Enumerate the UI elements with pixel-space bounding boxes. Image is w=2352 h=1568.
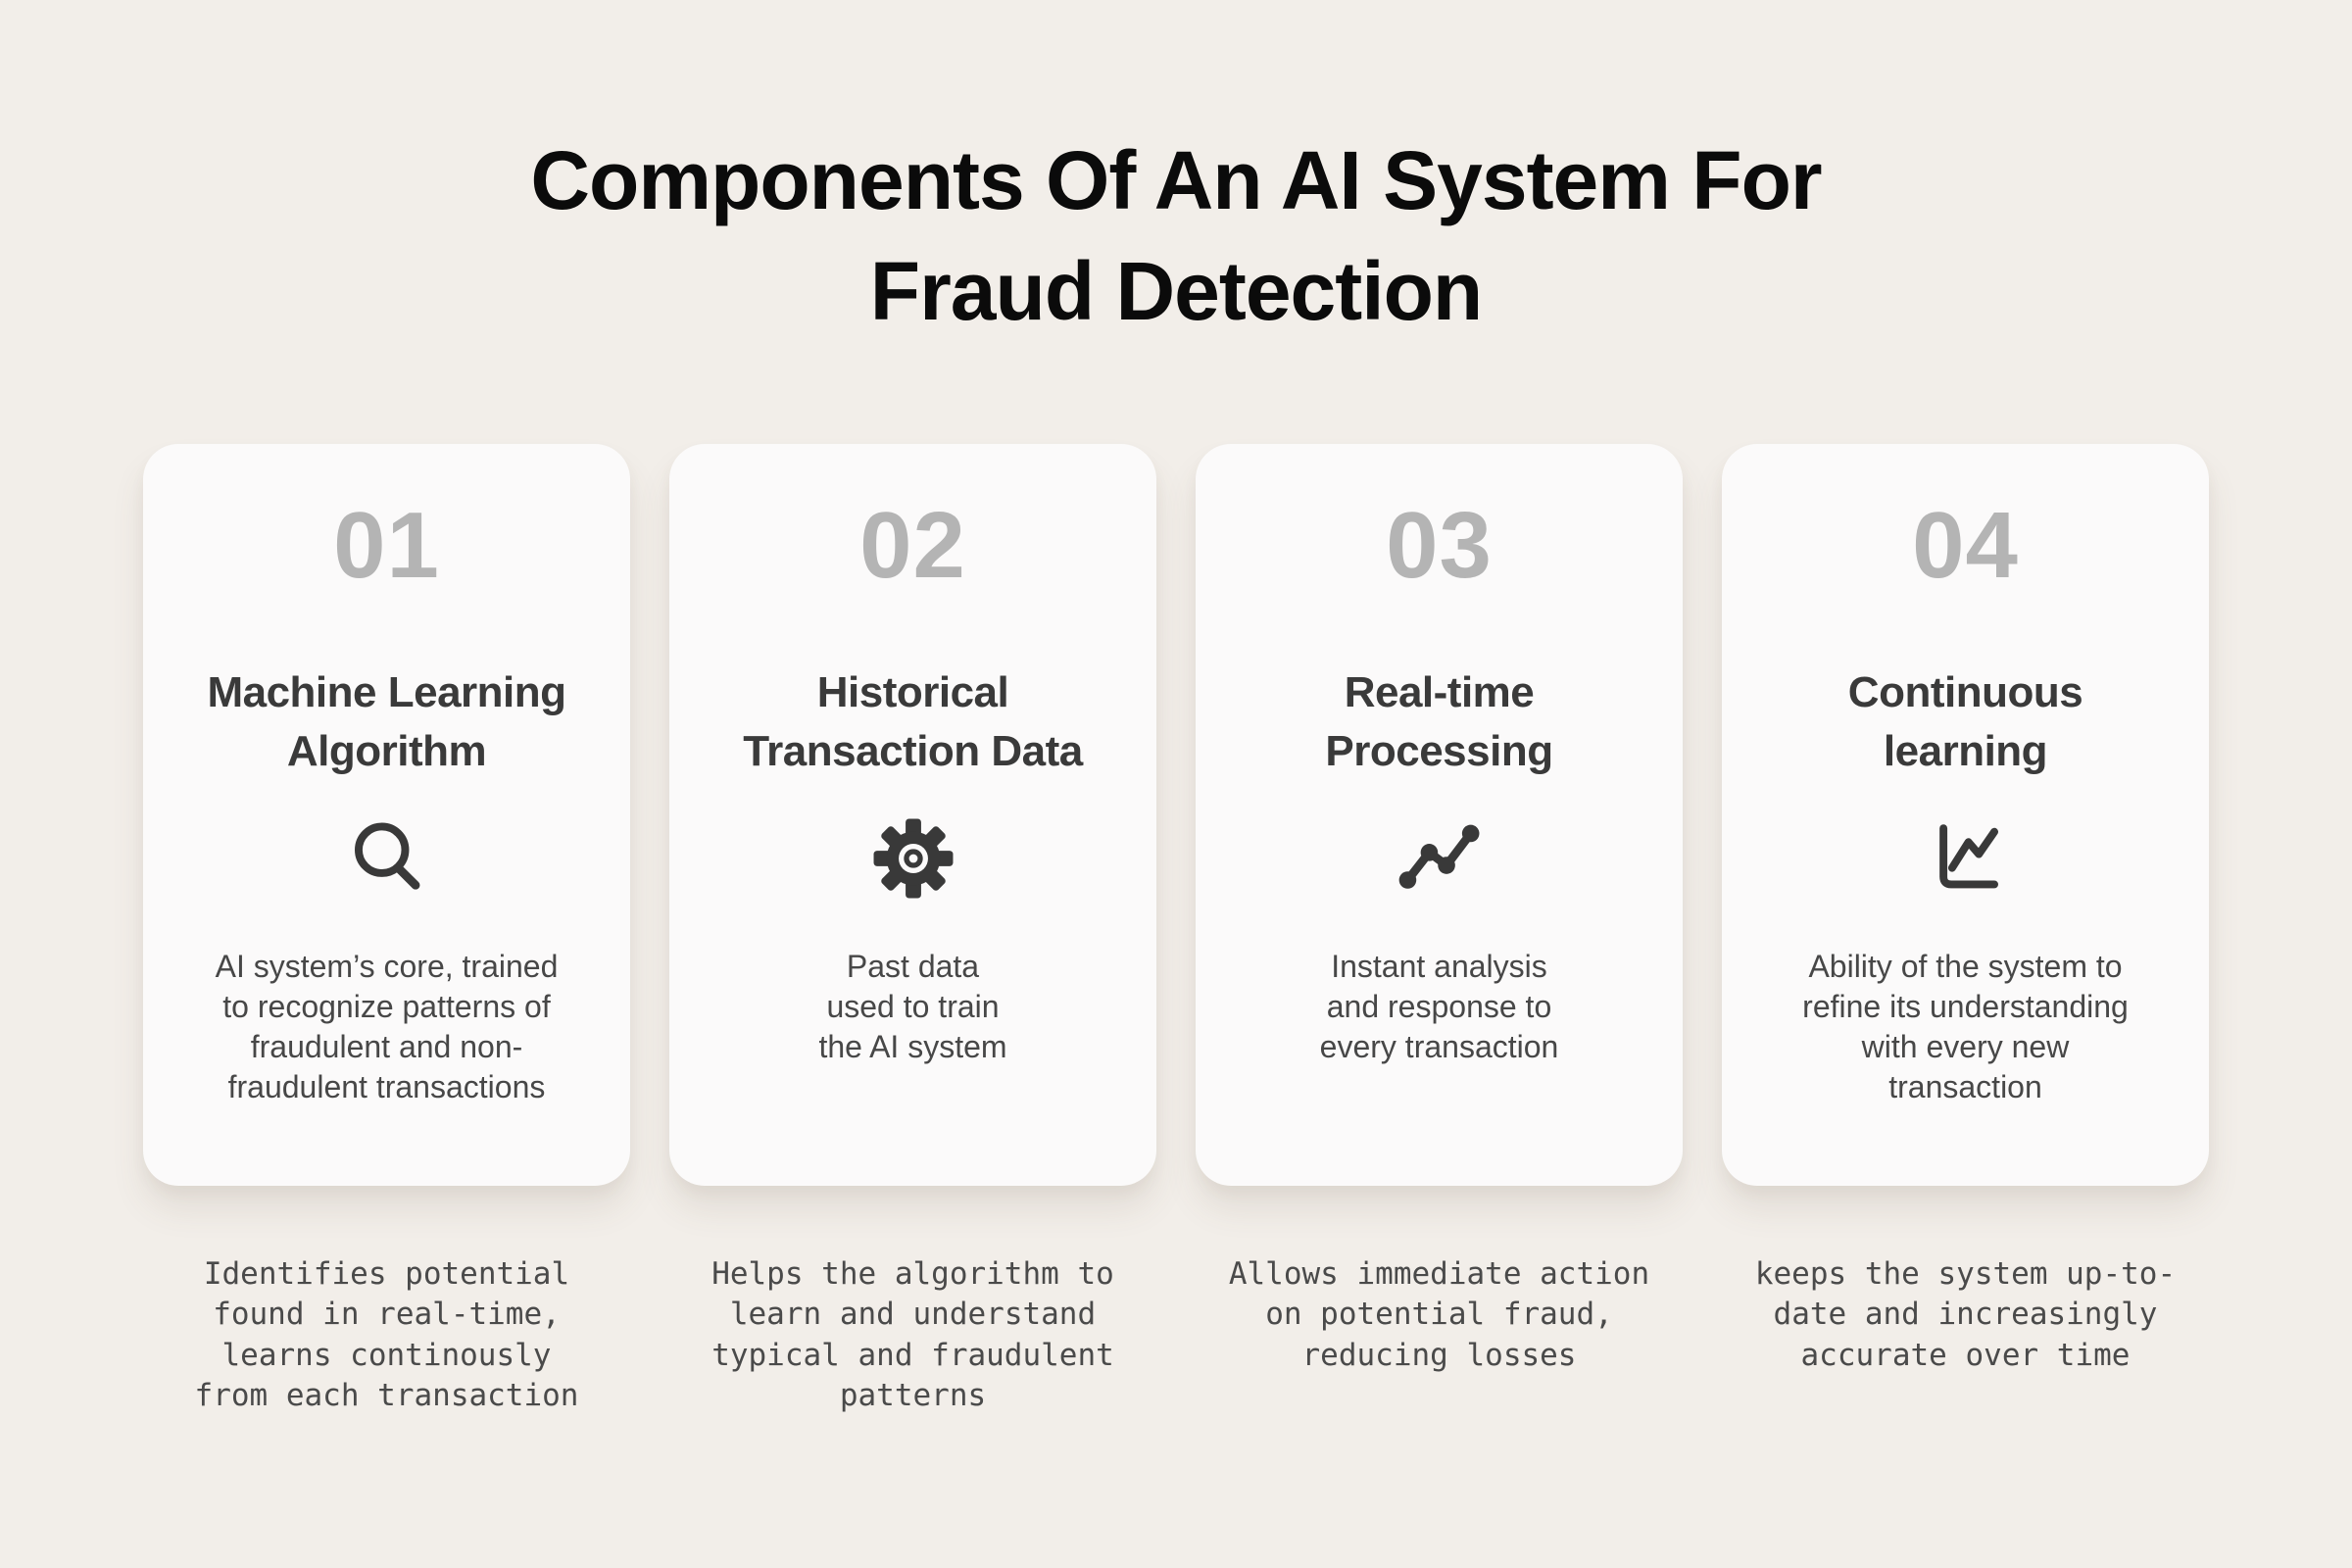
captions-row: Identifies potential found in real-time,…	[0, 1254, 2352, 1417]
card-number: 01	[333, 492, 440, 598]
card-number: 04	[1912, 492, 2019, 598]
card-title: Historical Transaction Data	[743, 667, 1083, 775]
card-number: 02	[859, 492, 966, 598]
card-caption: Allows immediate action on potential fra…	[1228, 1255, 1650, 1373]
card-title: Continuous learning	[1847, 667, 2083, 775]
card-description: Past data used to train the AI system	[818, 949, 1007, 1065]
card-machine-learning-algorithm: 01 Machine Learning Algorithm AI system’…	[143, 443, 630, 1186]
card-caption: Helps the algorithm to learn and underst…	[711, 1255, 1114, 1414]
card-number: 03	[1386, 492, 1493, 598]
gear-icon	[870, 815, 956, 902]
card-description: Instant analysis and response to every t…	[1319, 949, 1559, 1065]
card-caption: Identifies potential found in real-time,…	[194, 1255, 579, 1414]
card-description: Ability of the system to refine its unde…	[1802, 949, 2129, 1105]
card-continuous-learning: 04 Continuous learning Ability of the sy…	[1722, 443, 2209, 1186]
magnifier-icon	[344, 815, 430, 902]
page-title: Components Of An AI System For Fraud Det…	[530, 134, 1822, 338]
card-title: Real-time Processing	[1325, 667, 1553, 775]
card-caption: keeps the system up-to- date and increas…	[1754, 1255, 2177, 1373]
trend-zigzag-icon	[1396, 815, 1483, 902]
card-description: AI system’s core, trained to recognize p…	[215, 949, 559, 1105]
card-title: Machine Learning Algorithm	[207, 667, 566, 775]
card-historical-transaction-data: 02 Historical Transaction Data	[669, 443, 1156, 1186]
cards-row: 01 Machine Learning Algorithm AI system’…	[0, 443, 2352, 1186]
line-chart-icon	[1923, 815, 2009, 902]
card-real-time-processing: 03 Real-time Processing Instant analysis…	[1196, 443, 1683, 1186]
